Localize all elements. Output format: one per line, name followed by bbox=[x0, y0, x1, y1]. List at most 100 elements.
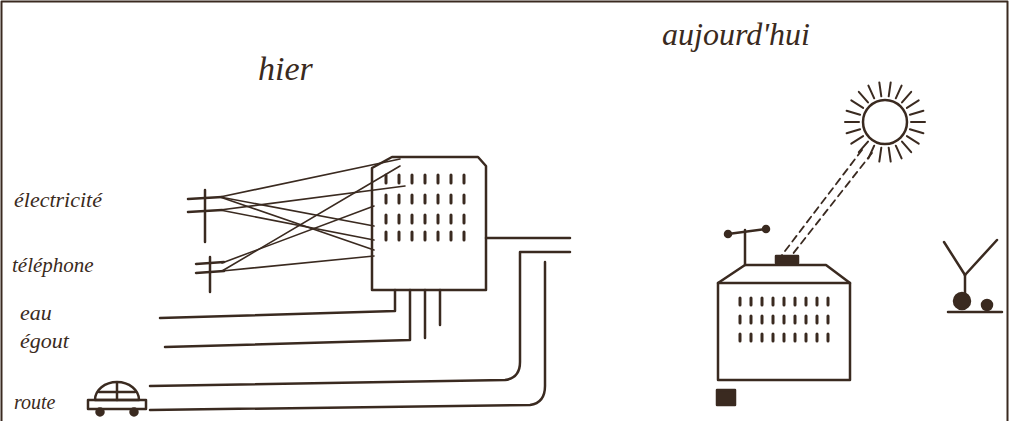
window-mark bbox=[783, 298, 786, 305]
sun-ray bbox=[868, 86, 874, 99]
sun-ray bbox=[859, 92, 868, 103]
road bbox=[150, 238, 570, 410]
network-label: téléphone bbox=[12, 255, 94, 276]
window-mark bbox=[385, 195, 388, 203]
window-mark bbox=[463, 215, 466, 223]
window-mark bbox=[772, 316, 775, 323]
window-mark bbox=[463, 175, 466, 183]
electricity-pole bbox=[188, 190, 222, 242]
sun-ray bbox=[879, 148, 881, 162]
window-mark bbox=[424, 175, 427, 183]
window-mark bbox=[411, 175, 414, 183]
sun-ray bbox=[889, 148, 891, 162]
window-mark bbox=[450, 175, 453, 183]
network-label: égout bbox=[20, 330, 69, 352]
window-mark bbox=[398, 232, 401, 240]
sun-ray bbox=[896, 86, 902, 99]
window-mark bbox=[411, 195, 414, 203]
window-mark bbox=[411, 215, 414, 223]
window-mark bbox=[398, 215, 401, 223]
window-mark bbox=[398, 195, 401, 203]
window-mark bbox=[783, 334, 786, 341]
window-mark bbox=[450, 232, 453, 240]
sun-ray bbox=[910, 111, 924, 115]
window-mark bbox=[816, 298, 819, 305]
sun-ray bbox=[847, 129, 861, 133]
window-mark bbox=[424, 232, 427, 240]
window-mark bbox=[805, 334, 808, 341]
sun-ray bbox=[907, 136, 919, 144]
panel-heading: aujourd'hui bbox=[662, 18, 810, 50]
window-mark bbox=[805, 298, 808, 305]
window-mark bbox=[739, 316, 742, 323]
window-mark bbox=[385, 232, 388, 240]
window-mark bbox=[761, 298, 764, 305]
solar-house bbox=[718, 265, 850, 380]
window-mark bbox=[437, 215, 440, 223]
building bbox=[372, 157, 486, 290]
sun-ray bbox=[859, 142, 868, 153]
window-mark bbox=[437, 232, 440, 240]
wind-turbine bbox=[944, 240, 1002, 312]
sun-beam bbox=[782, 150, 872, 255]
panel-heading: hier bbox=[258, 52, 313, 86]
weather-vane bbox=[725, 226, 769, 265]
window-mark bbox=[450, 215, 453, 223]
window-mark bbox=[424, 215, 427, 223]
network-label: eau bbox=[20, 302, 52, 324]
window-mark bbox=[783, 316, 786, 323]
window-mark bbox=[450, 195, 453, 203]
sun-ray bbox=[851, 136, 863, 144]
window-mark bbox=[463, 232, 466, 240]
window-mark bbox=[761, 334, 764, 341]
sun-ray bbox=[902, 92, 911, 103]
window-mark bbox=[772, 298, 775, 305]
pipes bbox=[160, 290, 440, 347]
window-mark bbox=[424, 195, 427, 203]
network-label: route bbox=[14, 392, 55, 412]
telephone-pole bbox=[196, 257, 224, 292]
sun-ray bbox=[845, 121, 859, 123]
window-mark bbox=[827, 316, 830, 323]
sun-ray bbox=[879, 82, 881, 96]
sun-ray bbox=[911, 121, 925, 123]
overhead-wires bbox=[220, 159, 405, 271]
window-mark bbox=[750, 298, 753, 305]
window-mark bbox=[385, 215, 388, 223]
window-mark bbox=[794, 298, 797, 305]
window-mark bbox=[739, 298, 742, 305]
window-mark bbox=[750, 334, 753, 341]
window-mark bbox=[739, 334, 742, 341]
sun-ray bbox=[868, 146, 874, 159]
window-mark bbox=[772, 334, 775, 341]
sun bbox=[845, 82, 925, 161]
window-mark bbox=[463, 195, 466, 203]
window-mark bbox=[827, 298, 830, 305]
window-mark bbox=[398, 175, 401, 183]
window-mark bbox=[437, 195, 440, 203]
car bbox=[88, 382, 146, 416]
window-mark bbox=[816, 334, 819, 341]
sun-ray bbox=[907, 100, 919, 108]
network-label: électricité bbox=[14, 189, 102, 211]
window-mark bbox=[761, 316, 764, 323]
sun-ray bbox=[910, 129, 924, 133]
window-mark bbox=[437, 175, 440, 183]
window-mark bbox=[794, 316, 797, 323]
window-mark bbox=[411, 232, 414, 240]
windows bbox=[386, 175, 828, 341]
window-mark bbox=[827, 334, 830, 341]
sun-ray bbox=[851, 100, 863, 108]
window-mark bbox=[794, 334, 797, 341]
sun-ray bbox=[902, 142, 911, 153]
window-mark bbox=[750, 316, 753, 323]
sun-ray bbox=[889, 82, 891, 96]
sun-ray bbox=[847, 111, 861, 115]
solar-panel bbox=[776, 256, 798, 263]
window-mark bbox=[816, 316, 819, 323]
window-mark bbox=[385, 175, 388, 183]
sun-ray bbox=[896, 146, 902, 159]
